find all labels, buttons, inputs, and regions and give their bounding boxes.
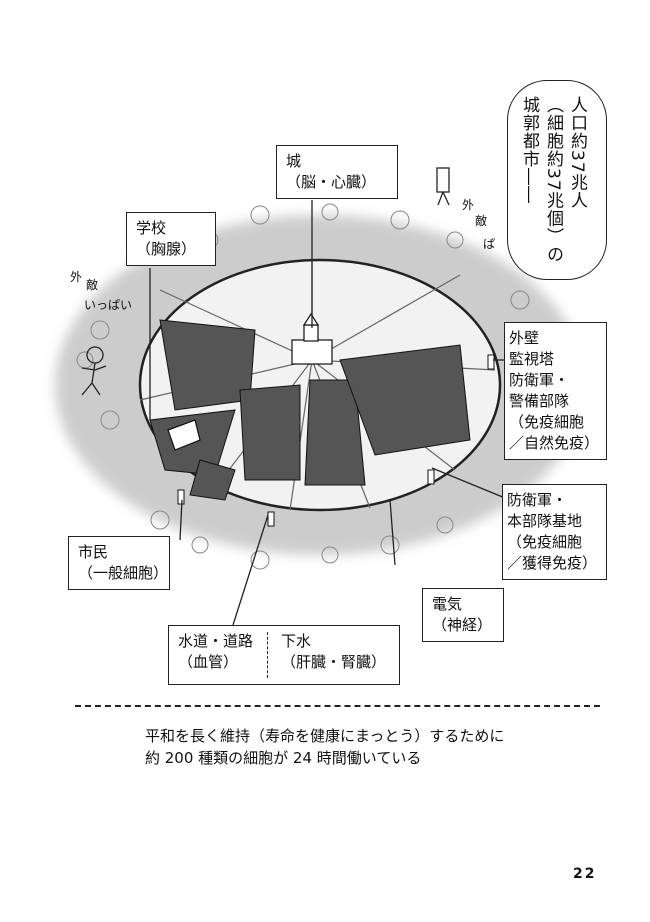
bubble-text-population: 人口約37兆人 [567,96,587,210]
castle [291,312,333,365]
label-wall-line1: 外壁 [509,329,540,347]
label-school: 学校 （胸腺） [126,212,216,266]
label-citizens-note: （一般細胞） [78,564,169,582]
label-castle-title: 城 [286,152,302,170]
label-wall-line5: （免疫細胞 [509,413,585,431]
enemy-figures [81,167,450,396]
watch-towers [177,354,495,527]
scribble-enemy-right-2: 敵 [475,214,488,228]
label-hq: 防衛軍・ 本部隊基地 （免疫細胞 ／獲得免疫） [502,484,607,580]
label-water-note: （血管） [178,653,239,671]
label-sewer: 下水 （肝臓・腎臓） [281,631,386,673]
label-hq-line1: 防衛軍・ [507,491,568,509]
label-school-title: 学校 [136,219,167,237]
label-citizens-title: 市民 [78,543,109,561]
label-hq-line2: 本部隊基地 [507,512,583,530]
school [167,419,201,451]
label-water-title: 水道・道路 [178,632,254,650]
label-wall-line2: 監視塔 [509,350,555,368]
label-school-note: （胸腺） [136,240,197,258]
label-wall-line6: ／自然免疫） [509,434,600,452]
scribble-enemy-right-3: ぱ [483,237,496,251]
page-number: 22 [573,866,597,882]
label-sewer-title: 下水 [281,632,312,650]
label-wall: 外壁 監視塔 防衛軍・ 警備部隊 （免疫細胞 ／自然免疫） [504,322,607,460]
label-wall-line4: 警備部隊 [509,392,570,410]
dashed-separator [75,705,600,707]
label-electric-title: 電気 [432,595,463,613]
scribble-enemy-left-3: いっぱい [84,298,133,312]
label-sewer-note: （肝臓・腎臓） [281,653,387,671]
label-hq-line4: ／獲得免疫） [507,554,598,572]
label-water-sewer: 水道・道路 （血管） 下水 （肝臓・腎臓） [168,625,400,685]
label-citizens: 市民 （一般細胞） [68,536,170,590]
label-divider [267,632,268,678]
caption-line-2: 約 200 種類の細胞が 24 時間働いている [145,749,422,767]
scribble-enemy-right-1: 外 [462,198,475,212]
scribble-enemy-left-2: 敵 [86,278,99,292]
caption-line-1: 平和を長く維持（寿命を健康にまっとう）するために [145,727,505,745]
scribble-enemy-left-1: 外 [70,270,83,284]
label-electric-note: （神経） [432,616,493,634]
speech-bubble [507,80,607,280]
label-water: 水道・道路 （血管） [178,631,253,673]
house-districts [149,319,471,501]
label-castle: 城 （脳・心臓） [276,145,398,199]
label-electric: 電気 （神経） [422,588,504,642]
bubble-text-city: 城郭都市―― [519,96,539,204]
label-hq-line3: （免疫細胞 [507,533,583,551]
label-castle-note: （脳・心臓） [286,173,377,191]
bubble-text-cells: （細胞約37兆個）の [543,96,563,264]
label-wall-line3: 防衛軍・ [509,371,570,389]
